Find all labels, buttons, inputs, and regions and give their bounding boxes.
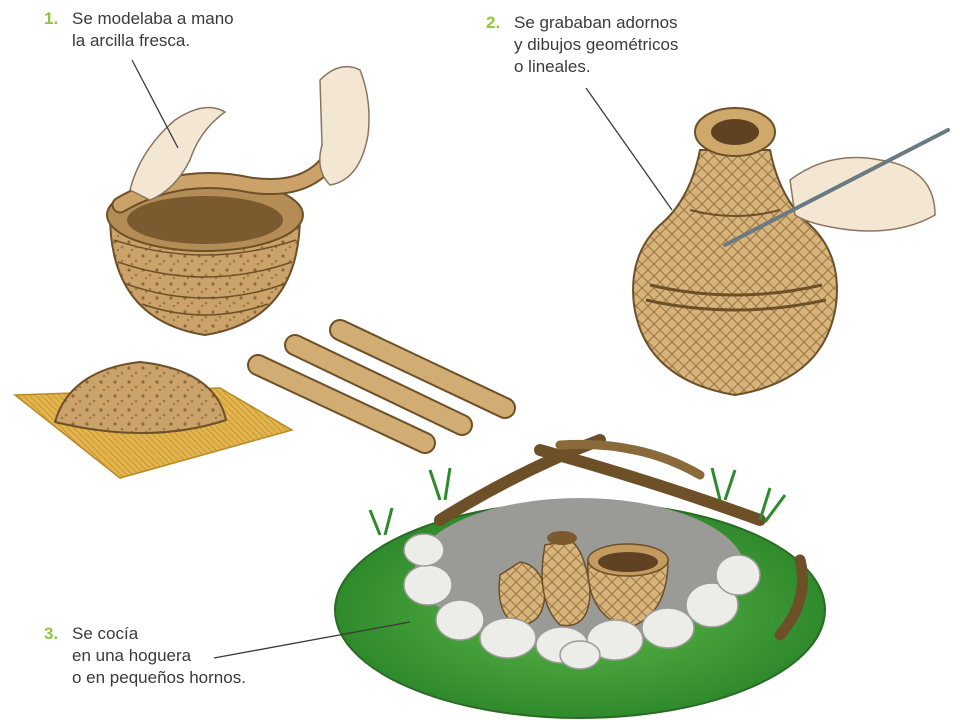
- clay-lump-illustration: [12, 360, 294, 479]
- clay-rolls-illustration: [247, 319, 516, 454]
- caption-number-3: 3.: [44, 624, 59, 643]
- caption-2-line-1: Se grababan adornos: [514, 13, 678, 32]
- caption-number-1: 1.: [44, 9, 59, 28]
- firing-pit-illustration: [334, 434, 826, 719]
- leader-line-2: [585, 87, 673, 211]
- caption-1-line-1: Se modelaba a mano: [72, 9, 234, 28]
- caption-step-1: 1. Se modelaba a mano la arcilla fresca.: [44, 8, 234, 52]
- caption-3-line-3: o en pequeños hornos.: [72, 668, 246, 687]
- caption-step-2: 2. Se grababan adornos y dibujos geométr…: [486, 12, 678, 78]
- decorated-jug-illustration: [632, 107, 950, 397]
- caption-3-line-2: en una hoguera: [72, 646, 192, 665]
- leader-line-1: [131, 59, 179, 149]
- caption-1-line-2: la arcilla fresca.: [72, 31, 191, 50]
- leader-line-3: [213, 621, 411, 659]
- caption-2-line-2: y dibujos geométricos: [514, 35, 679, 54]
- caption-3-line-1: Se cocía: [72, 624, 139, 643]
- caption-number-2: 2.: [486, 13, 501, 32]
- caption-step-3: 3. Se cocía en una hoguera o en pequeños…: [44, 623, 246, 689]
- caption-2-line-3: o lineales.: [514, 57, 591, 76]
- coiled-bowl-illustration: [106, 65, 370, 337]
